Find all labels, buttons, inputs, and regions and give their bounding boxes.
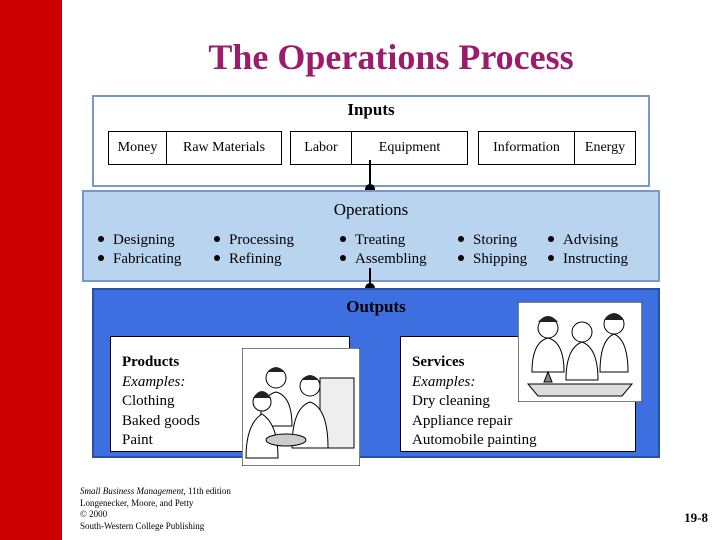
bullet-icon — [214, 235, 220, 242]
services-example: Dry cleaning — [412, 393, 490, 409]
services-example: Appliance repair — [412, 412, 513, 429]
outputs-box: Outputs Products Examples: Clothing Bake… — [92, 288, 660, 466]
products-heading: Products — [122, 354, 180, 370]
operation-instructing: Instructing — [548, 251, 628, 268]
footer-publisher: South-Western College Publishing — [80, 520, 205, 531]
input-equipment: Equipment — [352, 131, 468, 165]
operation-shipping: Shipping — [458, 251, 527, 268]
operation-label: Storing — [473, 232, 518, 248]
products-text: Products Examples: Clothing Baked goods … — [122, 353, 200, 451]
operation-label: Treating — [355, 232, 406, 248]
operation-label: Advising — [563, 232, 619, 248]
products-examples-label: Examples: — [122, 373, 186, 390]
bullet-icon — [98, 235, 104, 242]
outputs-label: Outputs — [346, 297, 406, 316]
operation-label: Designing — [113, 232, 175, 248]
products-example: Paint — [122, 432, 153, 448]
slide-title: The Operations Process — [208, 37, 574, 77]
operation-label: Shipping — [473, 251, 528, 267]
bullet-icon — [548, 235, 554, 242]
operations-band: Operations Designing Fabricating Process… — [82, 190, 660, 282]
input-energy: Energy — [574, 131, 636, 165]
operation-fabricating: Fabricating — [98, 251, 181, 268]
services-example: Automobile painting — [412, 432, 537, 448]
bullet-icon — [458, 235, 464, 242]
services-examples-label: Examples: — [412, 373, 476, 390]
services-text: Services Examples: Dry cleaning Applianc… — [412, 353, 537, 451]
left-accent-bar — [0, 0, 62, 540]
footer-citation: Small Business Management, 11th edition … — [80, 486, 231, 532]
services-heading: Services — [412, 354, 465, 370]
operation-processing: Processing — [214, 232, 294, 249]
footer-copyright: © 2000 — [80, 509, 108, 519]
input-information: Information — [478, 131, 574, 165]
operation-label: Instructing — [563, 251, 628, 267]
bullet-icon — [340, 254, 346, 261]
operation-label: Refining — [229, 251, 282, 267]
connector-dot-1 — [365, 184, 375, 194]
input-money: Money — [108, 131, 166, 165]
footer-title-line: Small Business Management, 11th edition — [80, 486, 231, 498]
inputs-label: Inputs — [347, 100, 395, 119]
connector-inputs-operations — [369, 160, 371, 196]
services-meeting-illustration — [518, 302, 642, 402]
products-workers-illustration — [242, 348, 360, 466]
bullet-icon — [214, 254, 220, 261]
bullet-icon — [458, 254, 464, 261]
bullet-icon — [548, 254, 554, 261]
operation-assembling: Assembling — [340, 251, 427, 268]
input-raw-materials: Raw Materials — [166, 131, 282, 165]
bullet-icon — [98, 254, 104, 261]
bullet-icon — [340, 235, 346, 242]
operations-label: Operations — [333, 200, 409, 219]
operation-storing: Storing — [458, 232, 517, 249]
operation-label: Processing — [229, 232, 294, 248]
inputs-box: Inputs Money Raw Materials Labor Equipme… — [92, 95, 650, 187]
operation-advising: Advising — [548, 232, 618, 249]
operation-refining: Refining — [214, 251, 282, 268]
operation-designing: Designing — [98, 232, 175, 249]
operation-label: Fabricating — [113, 251, 182, 267]
products-example: Clothing — [122, 393, 175, 409]
footer-authors: Longenecker, Moore, and Petty — [80, 497, 194, 508]
operation-label: Assembling — [355, 251, 427, 267]
slide-number: 19-8 — [684, 510, 708, 525]
connector-operations-outputs — [369, 268, 371, 294]
footer-book-title: Small Business Management — [80, 486, 184, 496]
products-example: Baked goods — [122, 412, 200, 429]
footer-edition: , 11th edition — [183, 486, 231, 496]
input-labor: Labor — [290, 131, 352, 165]
operation-treating: Treating — [340, 232, 405, 249]
